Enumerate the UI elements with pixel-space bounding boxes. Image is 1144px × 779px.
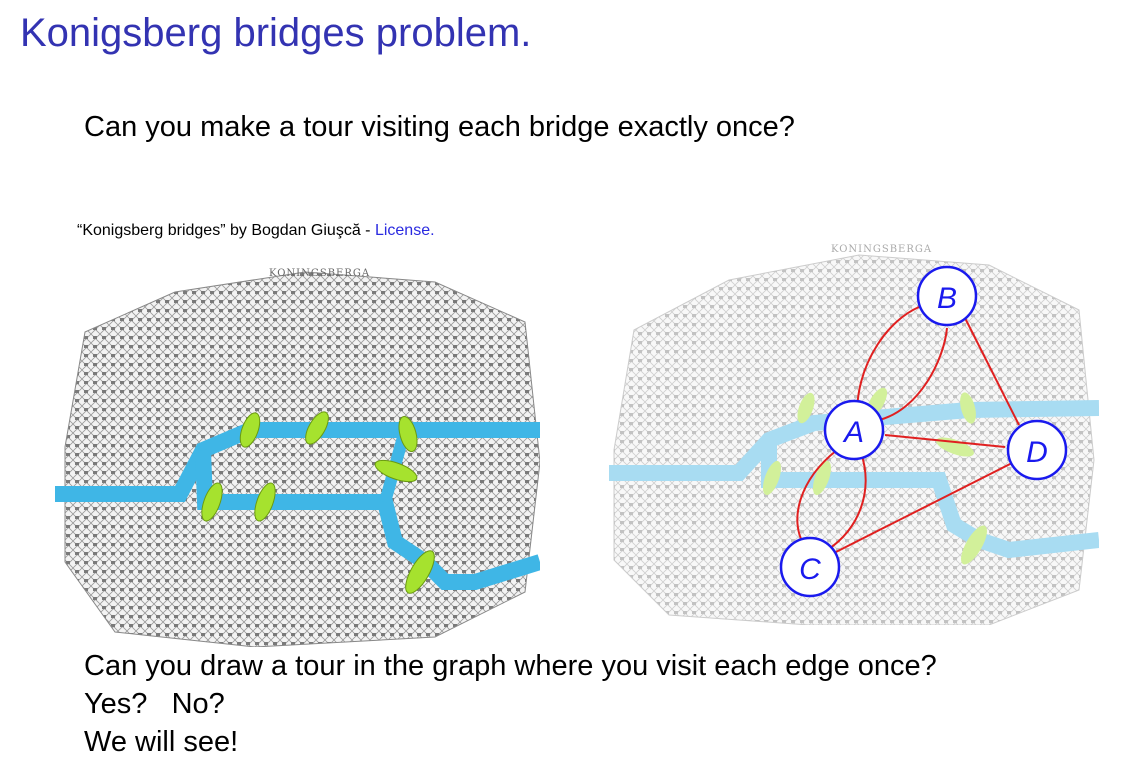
slide-title: Konigsberg bridges problem. — [20, 11, 532, 55]
license-link[interactable]: License. — [374, 222, 435, 239]
faded-bridge-6 — [812, 460, 832, 496]
edge-a-d — [884, 434, 1006, 448]
map-label-right: KONINGSBERGA — [831, 244, 932, 255]
edge-a-c-1 — [796, 449, 838, 546]
faded-bridge-4 — [936, 437, 974, 457]
edge-a-b-1 — [856, 306, 920, 411]
bridge-5 — [201, 482, 223, 522]
bottom-text: Can you draw a tour in the graph where y… — [84, 647, 937, 761]
bridge-4 — [374, 459, 418, 483]
image-credit: “Konigsberg bridges” by Bogdan Giuşcă - … — [77, 221, 435, 240]
question-text: Can you make a tour visiting each bridge… — [84, 111, 795, 143]
credit-text: “Konigsberg bridges” by Bogdan Giuşcă - — [77, 222, 375, 239]
node-d: D — [1006, 419, 1068, 481]
bridge-3 — [398, 415, 418, 453]
konigsberg-map-image: KONINGSBERGA — [55, 268, 540, 647]
node-c: C — [779, 536, 841, 598]
bridge-7 — [405, 550, 435, 594]
edge-a-b-2 — [878, 327, 948, 421]
river-south-branch — [195, 449, 540, 590]
node-a: A — [823, 399, 885, 461]
answer-options: Yes? No? — [84, 688, 225, 720]
konigsberg-graph-image: KONINGSBERGA A B C D — [609, 244, 1099, 625]
faded-bridge-1 — [797, 392, 815, 424]
bridge-6 — [254, 482, 276, 522]
edge-c-d — [831, 461, 1015, 555]
river-north-branch — [55, 422, 540, 502]
edge-a-c-2 — [826, 452, 867, 551]
node-label-a: A — [842, 416, 864, 449]
node-label-d: D — [1026, 436, 1048, 469]
node-label-b: B — [937, 282, 957, 315]
bridge-1 — [239, 412, 261, 448]
faded-bridge-3 — [960, 392, 976, 424]
faded-bridge-5 — [762, 460, 782, 496]
closing-line: We will see! — [84, 726, 239, 758]
faded-bridge-7 — [961, 525, 987, 565]
map-city-area — [64, 271, 540, 647]
graph-question: Can you draw a tour in the graph where y… — [84, 650, 937, 682]
node-label-c: C — [799, 553, 821, 586]
node-b: B — [916, 265, 978, 327]
bridge-2 — [305, 411, 329, 445]
map-label-left: KONINGSBERGA — [269, 268, 370, 279]
edge-b-d — [963, 315, 1020, 426]
faded-river-north — [609, 400, 1099, 481]
